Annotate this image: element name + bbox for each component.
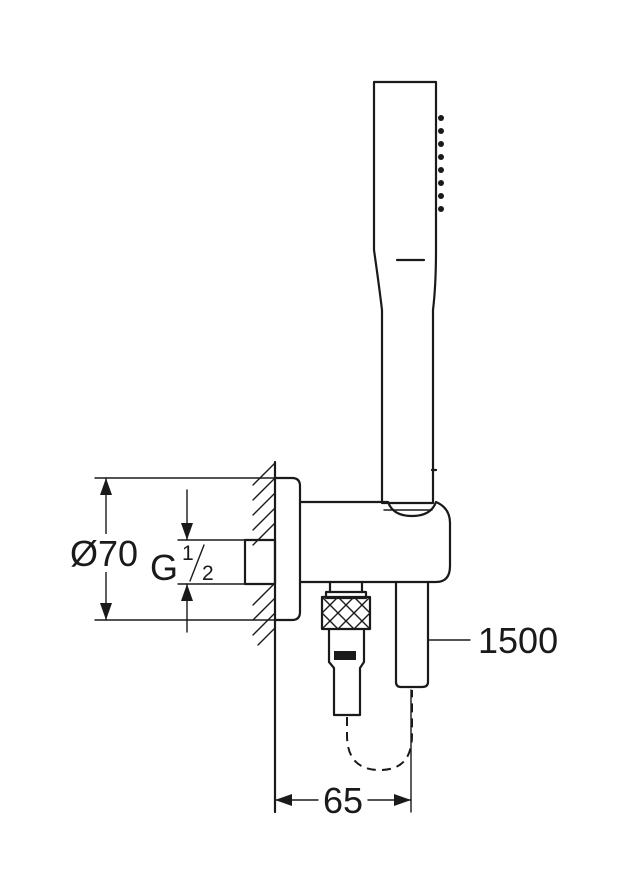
hose-segment: [394, 580, 430, 689]
hose-length-label: 1500: [478, 620, 558, 661]
hose-loop: [346, 690, 413, 772]
wall-flange: [273, 476, 302, 622]
fraction-bar: [189, 544, 205, 582]
holder-body: [298, 500, 452, 584]
dimension-depth: [274, 689, 412, 813]
hand-shower: [372, 80, 444, 511]
thread-numerator: 1: [182, 542, 194, 565]
wall-hatching: [252, 462, 276, 646]
thread-denominator: 2: [202, 562, 214, 585]
hand-shower-outline: [372, 80, 438, 505]
thread-connector: [243, 538, 277, 586]
ferrule-band: [334, 651, 356, 660]
spray-nozzles: [438, 115, 444, 212]
hose-ferrule: [327, 627, 366, 717]
knurled-nut: [320, 595, 372, 631]
diameter-label: Ø70: [70, 533, 138, 574]
nut-collar: [324, 590, 368, 600]
depth-label: 65: [323, 780, 363, 821]
dimension-thread: [177, 489, 246, 633]
wall: [252, 460, 277, 814]
hose-nut: [320, 590, 372, 631]
knurl-pattern: [321, 596, 371, 630]
thread-g-label: G: [150, 547, 178, 588]
dimension-diameter: [70, 477, 276, 621]
